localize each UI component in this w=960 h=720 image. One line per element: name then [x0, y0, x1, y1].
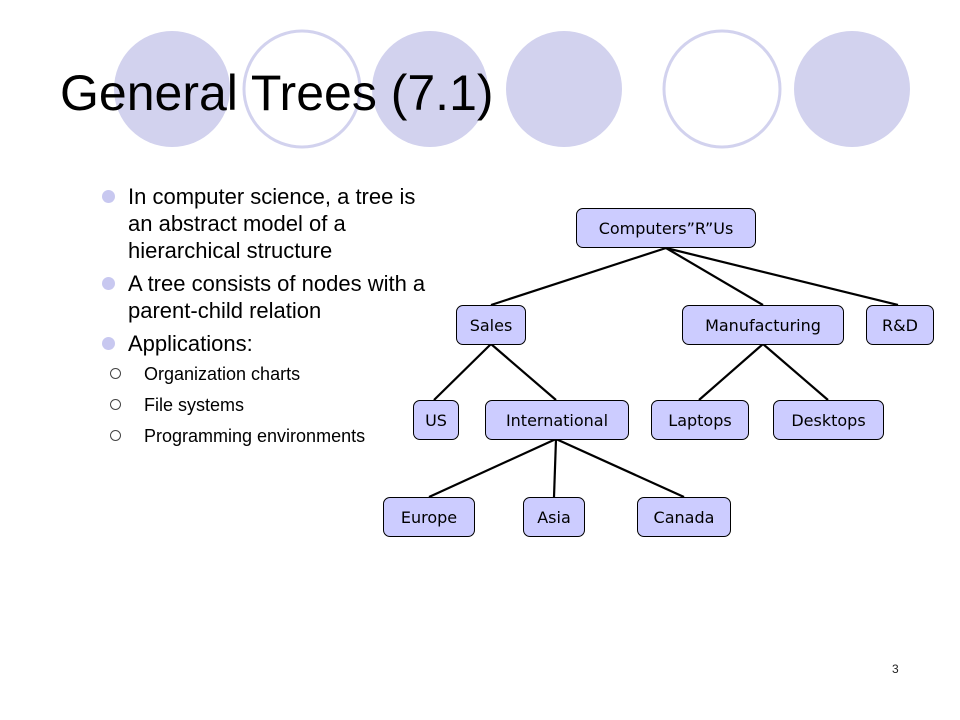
node-rnd: R&D — [866, 305, 934, 345]
slide-title: General Trees (7.1) — [60, 65, 494, 121]
edge-international-canada — [555, 437, 685, 499]
node-laptops: Laptops — [651, 400, 749, 440]
edge-international-asia — [552, 438, 558, 498]
sub-bullet-item: File systems — [100, 394, 430, 416]
decor-circle — [662, 29, 782, 149]
sub-bullet-item: Programming environments — [100, 425, 430, 447]
node-sales: Sales — [456, 305, 526, 345]
node-europe: Europe — [383, 497, 475, 537]
node-manufacturing: Manufacturing — [682, 305, 844, 345]
edge-root-manufacturing — [665, 247, 764, 306]
bullet-list: In computer science, a tree is an abstra… — [100, 183, 430, 456]
bullet-item: Applications: — [100, 330, 430, 357]
sub-bullet-text: File systems — [144, 395, 245, 415]
bullet-text: Applications: — [128, 331, 253, 356]
bullet-item: A tree consists of nodes with a parent-c… — [100, 270, 430, 324]
node-canada: Canada — [637, 497, 731, 537]
sub-bullet-list: Organization charts File systems Program… — [100, 363, 430, 447]
bullet-item: In computer science, a tree is an abstra… — [100, 183, 430, 264]
decor-circle — [506, 31, 622, 147]
edge-root-rnd — [665, 246, 899, 307]
edge-sales-us — [433, 343, 492, 401]
decor-circle — [242, 29, 362, 149]
edge-manufacturing-desktops — [762, 343, 829, 401]
edge-international-europe — [428, 437, 557, 499]
bullet-text: A tree consists of nodes with a parent-c… — [128, 271, 426, 323]
edge-manufacturing-laptops — [698, 343, 764, 401]
decor-circle — [114, 31, 230, 147]
bullet-text: In computer science, a tree is an abstra… — [128, 184, 416, 263]
sub-bullet-item: Organization charts — [100, 363, 430, 385]
node-asia: Asia — [523, 497, 585, 537]
decor-circle — [794, 31, 910, 147]
hollow-circle-icon — [110, 430, 121, 441]
decor-circle — [372, 31, 488, 147]
node-international: International — [485, 400, 629, 440]
hollow-circle-icon — [110, 368, 121, 379]
edge-root-sales — [490, 246, 667, 307]
edge-sales-international — [490, 343, 557, 401]
hollow-circle-icon — [110, 399, 121, 410]
node-root: Computers”R”Us — [576, 208, 756, 248]
bullet-icon — [102, 277, 115, 290]
sub-bullet-text: Programming environments — [144, 426, 366, 446]
bullet-icon — [102, 337, 115, 350]
node-desktops: Desktops — [773, 400, 884, 440]
page-number: 3 — [892, 662, 899, 676]
bullet-icon — [102, 190, 115, 203]
node-us: US — [413, 400, 459, 440]
sub-bullet-text: Organization charts — [144, 364, 301, 384]
